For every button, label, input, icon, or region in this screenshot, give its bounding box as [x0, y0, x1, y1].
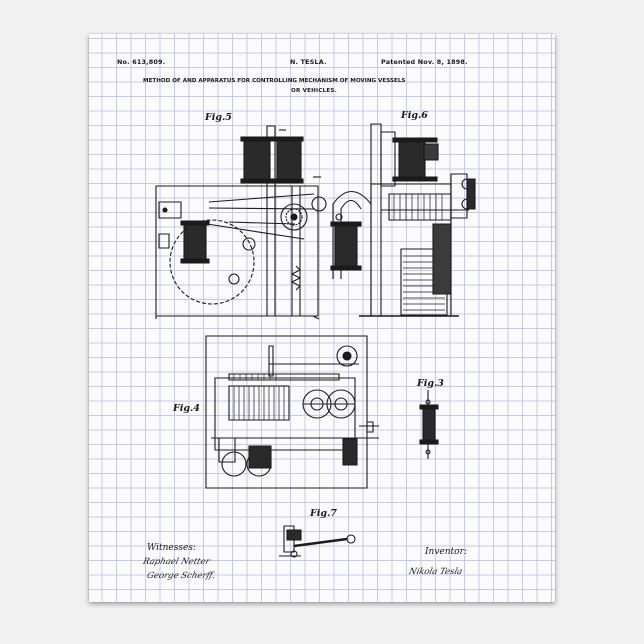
fig7-drawing: [279, 526, 355, 557]
witness-signature-1: Raphael Netter: [142, 557, 211, 567]
patent-poster: No. 613,809. N. TESLA. Patented Nov. 8, …: [89, 34, 555, 602]
inventor-label: Inventor:: [425, 547, 467, 557]
fig6-drawing: [331, 124, 475, 316]
witness-signature-2: George Scherff.: [146, 571, 217, 581]
fig4-drawing: [206, 336, 379, 488]
inventor-signature: Nikola Tesla: [408, 567, 464, 577]
fig3-drawing: [420, 390, 438, 459]
fig5-drawing: [156, 126, 326, 319]
witnesses-label: Witnesses:: [147, 543, 196, 553]
patent-drawings: [89, 34, 555, 602]
